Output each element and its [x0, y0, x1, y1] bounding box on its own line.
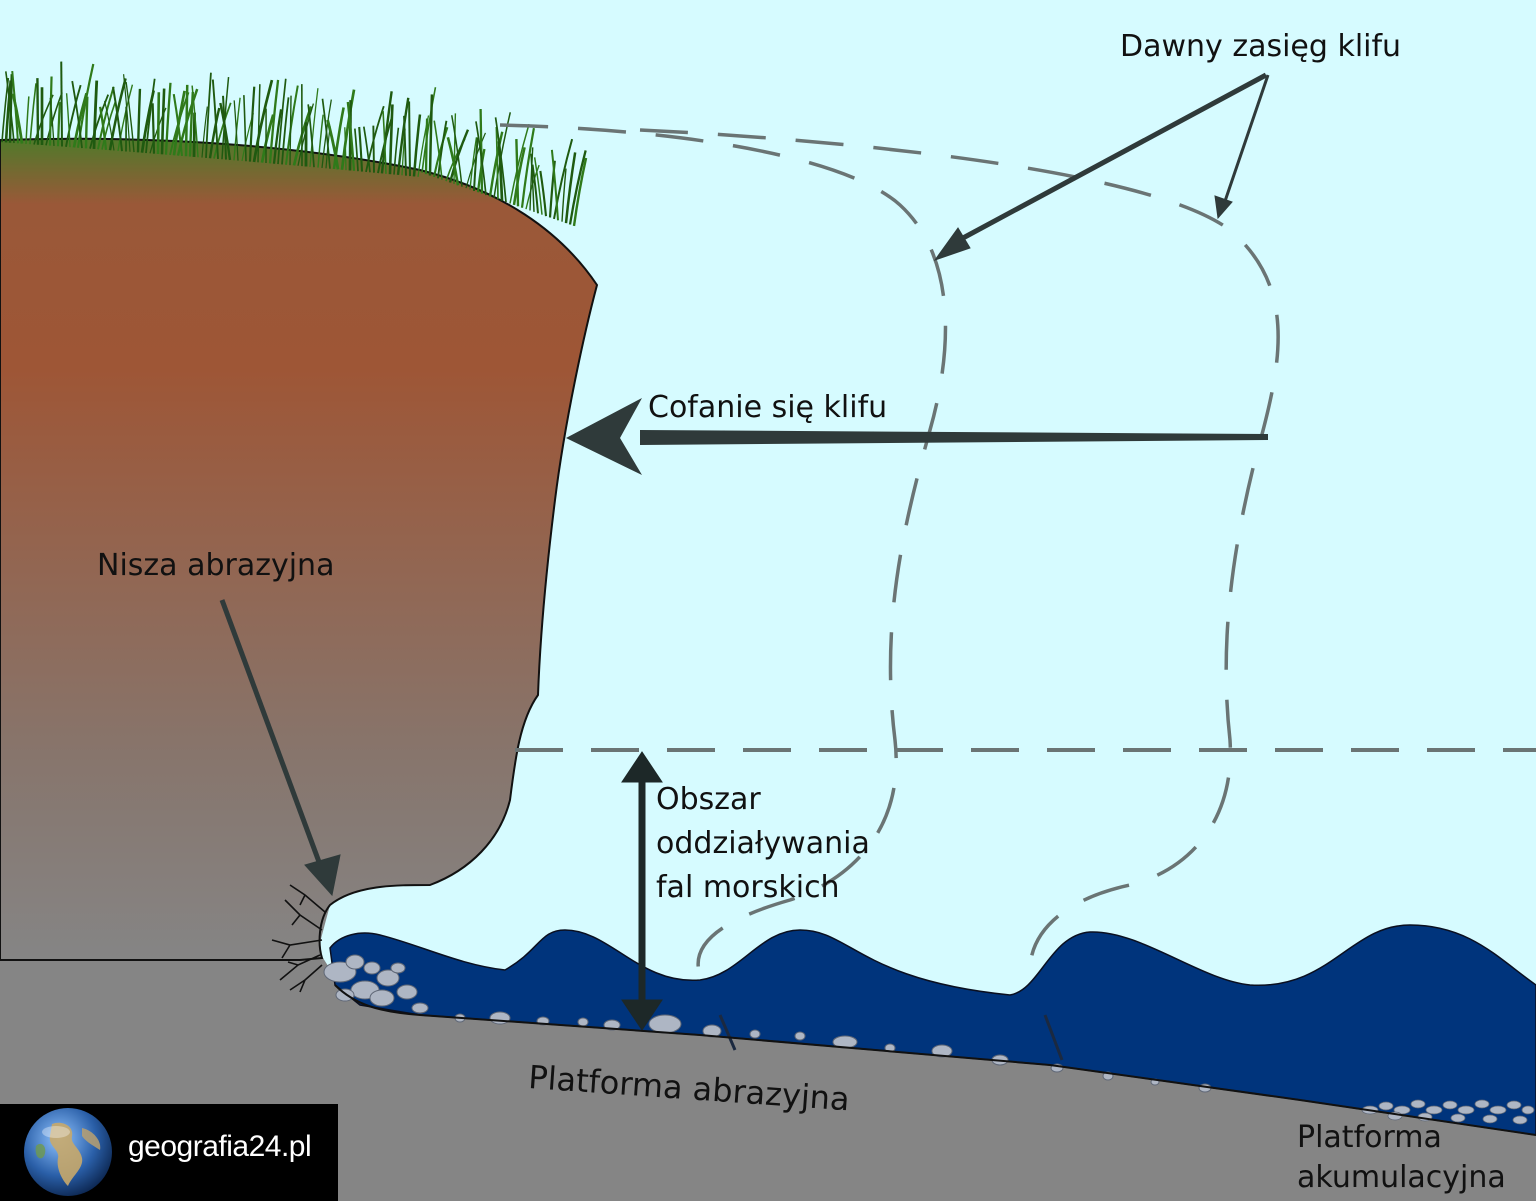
- abrasion-notch-arrow: [219, 599, 341, 897]
- sea-water: [329, 924, 1536, 1136]
- former-cliff-arrows: [933, 72, 1270, 261]
- seabed: [0, 860, 1536, 1201]
- notch-pebbles: [323, 954, 429, 1014]
- logo[interactable]: geografia24.pl: [0, 1104, 338, 1201]
- grass: [1, 61, 588, 227]
- wave-zone-line-1: Obszar: [656, 782, 761, 817]
- wave-zone-line-2: oddziaływania: [656, 826, 870, 861]
- logo-text: geografia24.pl: [128, 1130, 312, 1163]
- accumulation-pebbles: [1361, 1099, 1535, 1125]
- cliff-retreat-label: Cofanie się klifu: [648, 390, 888, 425]
- former-cliff-extent-label: Dawny zasięg klifu: [1120, 29, 1402, 64]
- platform-edge: [334, 984, 1536, 1136]
- notch-cracks: [271, 884, 326, 993]
- former-cliff-outlines: [499, 123, 1280, 1061]
- wave-zone-arrow: [621, 751, 663, 1031]
- accumulation-platform-label: Platforma akumulacyjna: [1297, 1118, 1506, 1198]
- abrasion-notch-label: Nisza abrazyjna: [97, 548, 335, 583]
- wave-zone-line-3: fal morskich: [656, 870, 840, 905]
- cliff-retreat-arrow: [566, 398, 1268, 475]
- wave-zone-label: Obszar oddziaływania fal morskich: [656, 778, 870, 910]
- accumulation-platform-line-1: Platforma: [1297, 1120, 1442, 1155]
- globe-icon: [24, 1108, 112, 1196]
- accumulation-platform-line-2: akumulacyjna: [1297, 1160, 1506, 1195]
